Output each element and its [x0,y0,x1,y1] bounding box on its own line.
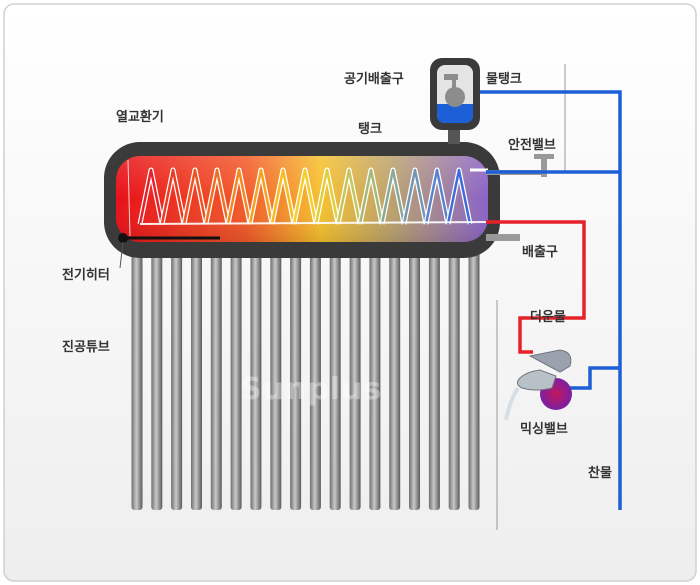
vacuum-tube [270,240,282,510]
vacuum-tube [131,240,143,510]
sunplus-watermark: Sunplus [240,372,383,407]
safety-valve-top [534,154,554,159]
coil-loop [270,168,296,225]
label-tank: 탱크 [358,122,382,137]
electric-heater-cap [118,233,128,243]
heat-exchanger-coil [137,167,489,225]
cold-pipe-main [480,90,622,510]
vacuum-tube [349,240,361,510]
coil-loop [402,168,428,225]
cold-pipe-mixer [570,366,620,390]
coil-loop [380,168,406,225]
coil-loop [424,168,450,225]
label-drain: 배출구 [522,245,558,260]
hot-pipe [486,220,586,354]
coil-loop [314,168,340,225]
drain-pipe [486,234,520,241]
vacuum-tube [468,240,480,510]
coil-loop [248,168,274,225]
coil-loop [226,168,252,225]
label-vacuum-tube: 진공튜브 [62,340,110,355]
coil-loop [182,168,208,225]
safety-valve-stem [541,159,547,177]
label-hot-water: 더운물 [530,310,566,325]
label-heat-exchanger: 열교환기 [116,110,164,125]
water-tank-water [437,104,473,123]
float-ball [445,87,465,107]
faucet-stream [504,386,520,421]
vacuum-tube [389,240,401,510]
label-cold-water: 찬물 [588,466,612,481]
label-mixing-valve: 믹싱밸브 [520,422,568,437]
vacuum-tube [290,240,302,510]
vacuum-tube [428,240,440,510]
vacuum-tube [448,240,460,510]
faucet-spout [516,369,557,391]
vacuum-tube [309,240,321,510]
vacuum-tube [210,240,222,510]
coil-loop [446,168,472,225]
coil-loop [292,168,318,225]
heater-leader [119,241,124,269]
heat-exchanger-leader [127,159,131,237]
vacuum-tube [171,240,183,510]
label-air-vent: 공기배출구 [344,72,404,87]
vacuum-tube [250,240,262,510]
coil-loop [138,168,164,225]
float-valve [444,74,458,80]
faucet-handle [528,349,572,373]
float-valve-stem [452,74,456,90]
label-electric-heater: 전기히터 [62,268,110,283]
coil-loop [336,168,362,225]
vacuum-tube [409,240,420,510]
label-water-tank: 물탱크 [486,72,522,87]
coil-loop [204,168,230,225]
tank-connector [448,128,460,144]
vacuum-tube [369,240,381,510]
coil-loop [160,168,186,225]
coil-loop [358,168,384,225]
vacuum-tube [230,240,242,510]
vacuum-tube [329,240,341,510]
label-safety-valve: 안전밸브 [508,138,556,153]
coil-outlet [139,221,489,225]
vacuum-tube [151,240,163,510]
vacuum-tubes [131,240,480,510]
vacuum-tube [191,240,202,510]
